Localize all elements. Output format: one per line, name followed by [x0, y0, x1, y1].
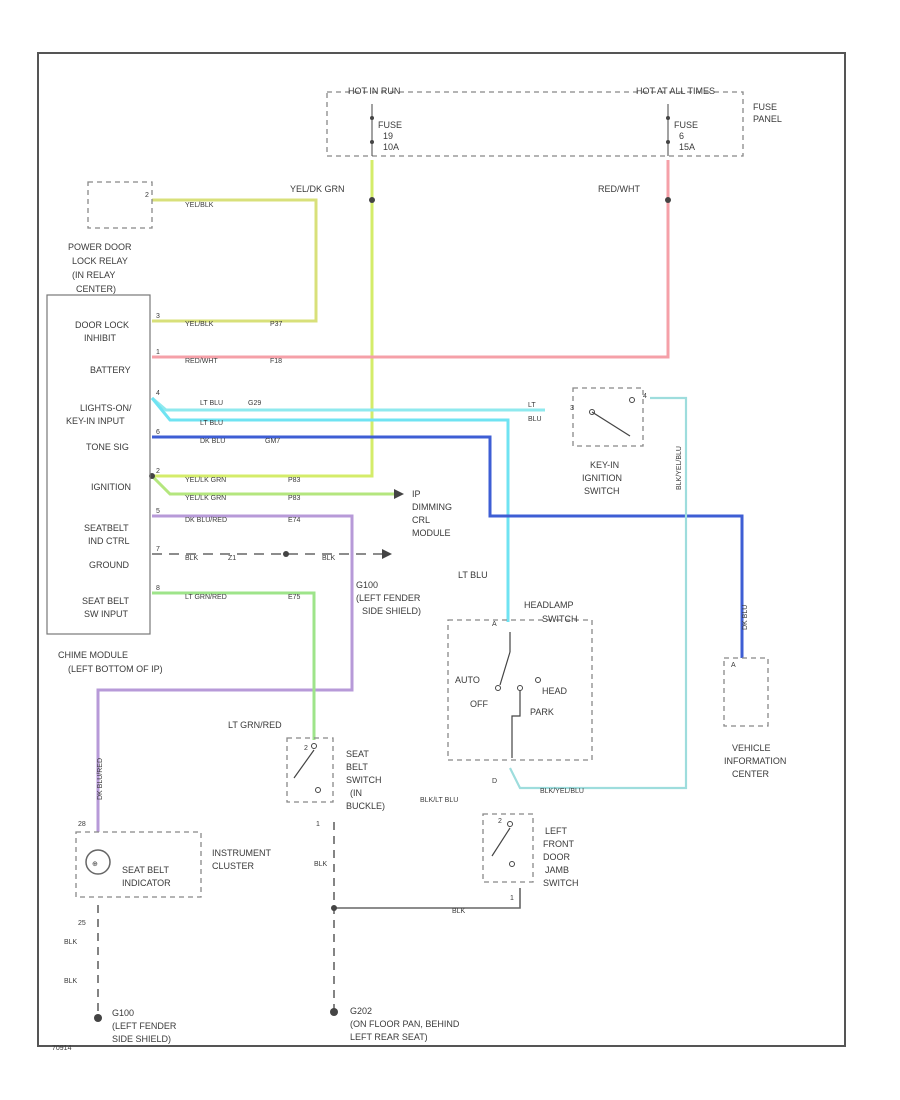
wire-red-wht: [152, 160, 670, 359]
svg-text:DK BLU/RED: DK BLU/RED: [185, 517, 227, 524]
ground-arrow: [382, 549, 392, 559]
svg-text:BLK: BLK: [64, 978, 78, 985]
svg-text:LT BLU: LT BLU: [200, 420, 223, 427]
svg-text:SEAT BELT SWITCH: SEAT BELT SWITCH (IN BUCKLE): [346, 749, 385, 811]
svg-text:BLK: BLK: [314, 861, 328, 868]
svg-text:⊕: ⊕: [92, 861, 98, 868]
power-door-lock-relay: 2 POWER DOOR LOCK RELAY (IN RELAY CENTER…: [68, 181, 153, 294]
svg-text:G100 (LEFT FENDER: G100 (LEFT FENDER SIDE SHIELD): [112, 1008, 179, 1044]
svg-text:IP DIMMING CRL: IP DIMMING CRL MODULE: [412, 489, 455, 538]
hot-at-all-times-label: HOT AT ALL TIMES: [636, 86, 715, 96]
svg-text:LT GRN/RED: LT GRN/RED: [185, 594, 227, 601]
key-in-ignition-switch: 34 KEY-IN IGNITION SWITCH: [570, 387, 647, 496]
wire-lt-grn-red: [152, 591, 316, 740]
svg-text:GM7: GM7: [265, 438, 280, 445]
svg-text:P83: P83: [288, 477, 301, 484]
ip-dimming-module: IP DIMMING CRL MODULE: [394, 489, 455, 538]
wire-blk-yel-blu: [509, 396, 688, 790]
wire-yel-grn-ignition: [152, 160, 374, 478]
wire-dk-blu: [152, 435, 744, 658]
vehicle-information-center: A VEHICLE INFORMATION CENTER: [723, 657, 789, 779]
wire-labels: YEL/BLK YEL/DK GRN RED/WHT YEL/BLK P37 R…: [64, 184, 749, 985]
svg-text:DOOR LOCK INHIBIT: DOOR LOCK INHIBIT BATTERY LIGHTS-ON/ KEY…: [66, 320, 134, 619]
seat-belt-indicator-lamp: [85, 849, 111, 875]
svg-text:POWER DOOR LOCK RELAY: POWER DOOR LOCK RELAY (IN RELAY CENTER): [68, 242, 134, 294]
svg-text:LT BLU: LT BLU: [458, 570, 488, 580]
seat-belt-switch: 21 SEAT BELT SWITCH (IN BUCKLE): [286, 737, 385, 828]
svg-text:VEHICLE INFORMATION: VEHICLE INFORMATION CENTER: [724, 743, 789, 779]
diagram-id: 70914: [52, 1045, 72, 1052]
svg-text:SEAT BELT INDICATOR: SEAT BELT INDICATOR INSTRUMENT CLUSTER: [122, 848, 273, 888]
svg-text:AD: AD: [492, 621, 497, 785]
svg-text:YEL/LK GRN: YEL/LK GRN: [185, 495, 226, 502]
svg-text:BLK/YEL/BLU: BLK/YEL/BLU: [676, 446, 683, 490]
wire-blk-jamb: [334, 888, 521, 909]
svg-text:KEY-IN IGNITION SW: KEY-IN IGNITION SWITCH: [582, 460, 625, 496]
svg-text:LT GRN/RED: LT GRN/RED: [228, 720, 282, 730]
svg-text:LT BLU: LT BLU: [200, 400, 223, 407]
g100-side-label: G100 (LEFT FENDER SIDE SHIELD): [356, 580, 423, 616]
svg-text:BLK/YEL/BLU: BLK/YEL/BLU: [540, 788, 584, 795]
svg-text:Z1: Z1: [228, 555, 236, 562]
svg-text:YEL/LK GRN: YEL/LK GRN: [185, 477, 226, 484]
svg-text:BLK: BLK: [185, 555, 199, 562]
hot-in-run-label: HOT IN RUN: [348, 86, 400, 96]
svg-text:3 1 4 6: 3 1 4 6 2 5 7 8: [156, 313, 162, 592]
svg-text:DK BLU: DK BLU: [200, 438, 225, 445]
svg-text:E75: E75: [288, 594, 301, 601]
wire-dk-blu-red: [96, 514, 354, 832]
svg-text:BLK: BLK: [452, 908, 466, 915]
svg-text:DK BLU: DK BLU: [742, 605, 749, 630]
svg-text:BLK: BLK: [322, 555, 336, 562]
svg-text:YEL/BLK: YEL/BLK: [185, 321, 214, 328]
svg-text:BLU: BLU: [528, 416, 542, 423]
ground-g100-bottom: G100 (LEFT FENDER SIDE SHIELD): [94, 1008, 179, 1044]
svg-text:21: 21: [304, 745, 320, 828]
svg-text:P37: P37: [270, 321, 283, 328]
svg-text:YEL/DK GRN: YEL/DK GRN: [290, 184, 345, 194]
chime-module: DOOR LOCK INHIBIT BATTERY LIGHTS-ON/ KEY…: [46, 294, 163, 674]
svg-text:E74: E74: [288, 517, 301, 524]
fuse-panel-label: FUSE PANEL: [753, 102, 782, 124]
svg-text:LT: LT: [528, 402, 536, 409]
svg-text:21: 21: [498, 818, 514, 902]
svg-text:BLK: BLK: [64, 939, 78, 946]
svg-text:LEFT FRONT DOOR: LEFT FRONT DOOR JAMB SWITCH: [543, 826, 579, 888]
ground-g202: G202 (ON FLOOR PAN, BEHIND LEFT REAR SEA…: [330, 1006, 462, 1042]
svg-text:F18: F18: [270, 358, 282, 365]
door-jamb-switch: 21 LEFT FRONT DOOR JAMB SWITCH: [482, 813, 579, 902]
wire-lt-blu-headlamp: [150, 397, 510, 622]
svg-text:YEL/BLK: YEL/BLK: [185, 202, 214, 209]
svg-text:AUTO OFF HEAD: AUTO OFF HEAD PARK: [455, 675, 570, 717]
svg-text:RED/WHT: RED/WHT: [598, 184, 640, 194]
svg-text:G202 (ON FLOOR PAN, BEHI: G202 (ON FLOOR PAN, BEHIND LEFT REAR SEA…: [350, 1006, 462, 1042]
svg-text:34: 34: [570, 393, 647, 412]
wire-yel-grn-dimming: [150, 474, 395, 496]
svg-text:A: A: [731, 662, 736, 669]
svg-text:BLK/LT BLU: BLK/LT BLU: [420, 797, 458, 804]
diagram-frame: [37, 52, 846, 1047]
svg-text:P83: P83: [288, 495, 301, 502]
svg-text:2: 2: [145, 192, 149, 199]
svg-text:G29: G29: [248, 400, 261, 407]
svg-text:CHIME MODULE (LEFT BOTTO: CHIME MODULE (LEFT BOTTOM OF IP): [58, 650, 163, 674]
svg-text:DK BLU/RED: DK BLU/RED: [97, 758, 104, 800]
fuse-panel: HOT IN RUN HOT AT ALL TIMES FUSE PANEL F…: [326, 86, 782, 157]
svg-text:RED/WHT: RED/WHT: [185, 358, 218, 365]
wire-yel-blk: [152, 198, 318, 323]
